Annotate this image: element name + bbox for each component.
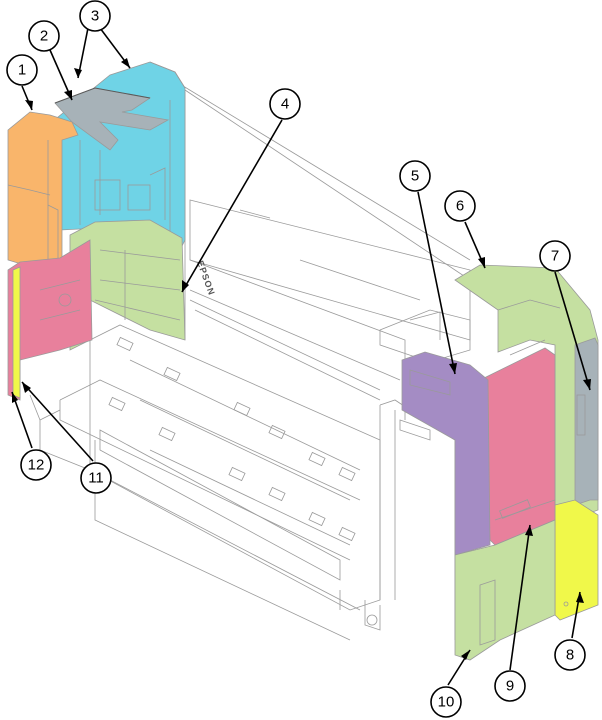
callout-8: 8 — [554, 639, 586, 671]
callout-1: 1 — [6, 54, 38, 86]
callout-7-label: 7 — [551, 248, 559, 265]
part-2-top-cover — [54, 87, 170, 151]
callout-10-label: 10 — [438, 694, 455, 711]
callout-1-label: 1 — [18, 62, 26, 79]
callout-3: 3 — [79, 0, 111, 32]
callout-10: 10 — [430, 686, 462, 718]
part-10-lower-front-panel — [454, 519, 556, 661]
callout-leader-7 — [554, 271, 591, 391]
callout-5: 5 — [399, 160, 431, 192]
callout-7: 7 — [539, 240, 571, 272]
callout-leader-5 — [417, 191, 456, 375]
callout-6: 6 — [444, 190, 476, 222]
part-7-right-access-panel — [574, 337, 599, 506]
part-5-front-panel — [401, 351, 491, 556]
callout-6-label: 6 — [456, 198, 464, 215]
callout-leader-4 — [181, 119, 283, 293]
callout-4-label: 4 — [281, 96, 289, 113]
part-1-front-cover — [7, 111, 79, 276]
callout-11-label: 11 — [88, 470, 104, 487]
callout-2-label: 2 — [40, 28, 48, 45]
callout-8-label: 8 — [566, 647, 574, 664]
callout-2: 2 — [28, 20, 60, 52]
callout-leader-12 — [11, 391, 33, 449]
part-12-lower-left-cover — [7, 239, 93, 401]
callout-4: 4 — [269, 88, 301, 120]
callout-3-label: 3 — [91, 8, 99, 25]
callout-12-label: 12 — [28, 457, 45, 474]
callout-5-label: 5 — [411, 168, 419, 185]
callout-12: 12 — [20, 449, 52, 481]
callout-9-label: 9 — [506, 678, 514, 695]
callouts: 1 2 3 4 5 6 7 8 — [6, 0, 591, 718]
callout-leader-9 — [509, 524, 531, 671]
part-4-inner-side-panel — [69, 219, 186, 351]
callout-11: 11 — [80, 462, 112, 494]
part-11-left-strip — [12, 266, 21, 399]
callout-leader-11 — [21, 381, 94, 462]
part-9-right-front-cover — [479, 347, 556, 546]
callout-9: 9 — [494, 670, 526, 702]
